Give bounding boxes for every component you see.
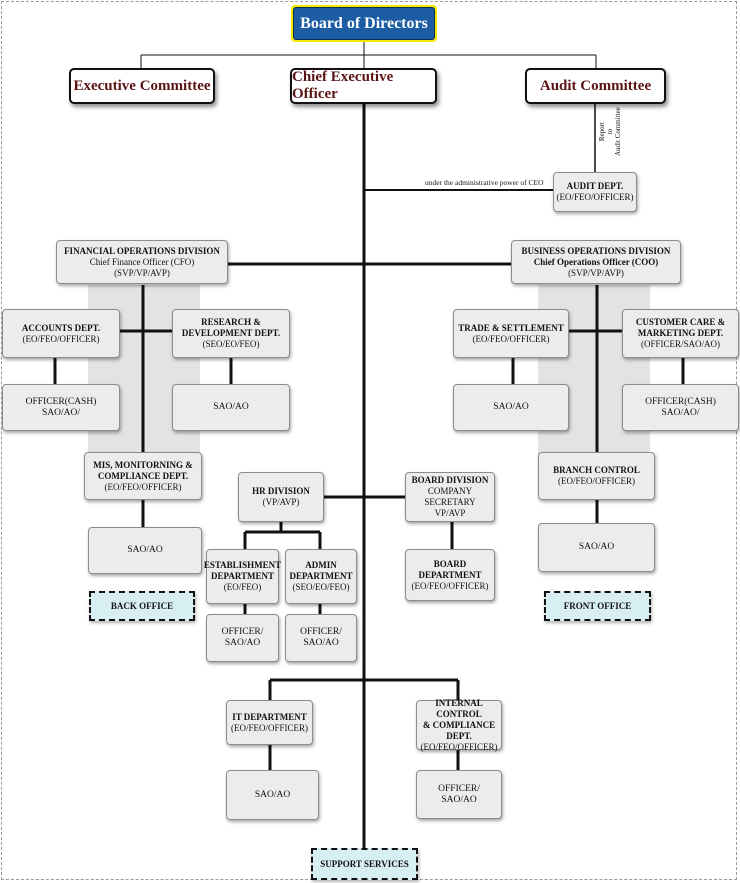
internal-staff-line2: SAO/AO	[441, 794, 477, 805]
audit-dept-grade: (EO/FEO/OFFICER)	[556, 192, 634, 202]
customer-title-line2: MARKETING DEPT.	[637, 328, 724, 338]
business-operations-division: BUSINESS OPERATIONS DIVISION Chief Opera…	[511, 240, 681, 284]
customer-title-line1: CUSTOMER CARE &	[635, 317, 726, 327]
board-title: Board of Directors	[293, 7, 435, 40]
research-dept: RESEARCH & DEVELOPMENT DEPT. (SEO/EO/FEO…	[172, 309, 290, 358]
financial-head: Chief Finance Officer (CFO)	[89, 256, 195, 267]
customer-staff-line2: SAO/AO/	[661, 407, 700, 418]
establishment-staff-line1: OFFICER/	[221, 627, 264, 637]
establishment-grade: (EO/FEO)	[223, 582, 262, 592]
research-title-line2: DEVELOPMENT DEPT.	[181, 328, 281, 338]
hr-division: HR DIVISION (VP/AVP)	[238, 472, 324, 522]
back-office-tag: BACK OFFICE	[89, 591, 195, 621]
internal-title-line1: INTERNAL CONTROL	[435, 697, 483, 719]
establishment-staff: OFFICER/ SAO/AO	[206, 614, 279, 662]
admin-dept: ADMIN DEPARTMENT (SEO/EO/FEO)	[285, 549, 357, 604]
admin-power-note: under the administrative power of CEO	[425, 178, 544, 187]
admin-staff-line2: SAO/AO	[303, 638, 339, 648]
it-staff: SAO/AO	[226, 770, 319, 820]
internal-control-dept: INTERNAL CONTROL & COMPLIANCE DEPT. (EO/…	[416, 697, 502, 752]
establishment-title-line1: ESTABLISHMENT	[203, 560, 282, 570]
it-title: IT DEPARTMENT	[232, 711, 307, 722]
research-staff: SAO/AO	[172, 384, 290, 431]
branch-staff: SAO/AO	[538, 523, 655, 572]
it-grade: (EO/FEO/OFFICER)	[230, 722, 308, 733]
board-division-grade: VP/AVP	[434, 508, 466, 518]
business-head: Chief Operations Officer (COO)	[533, 256, 659, 267]
chief-executive-officer: Chief Executive Officer	[290, 68, 437, 104]
board-dept-title-line1: BOARD	[433, 558, 467, 569]
trade-title: TRADE & SETTLEMENT	[458, 322, 564, 333]
customer-grade: (OFFICER/SAO/AO)	[640, 339, 720, 349]
financial-operations-division: FINANCIAL OPERATIONS DIVISION Chief Fina…	[56, 240, 228, 284]
establishment-staff-line2: SAO/AO	[224, 638, 261, 648]
accounts-staff: OFFICER(CASH) SAO/AO/	[2, 384, 120, 431]
internal-title-line2: & COMPLIANCE DEPT.	[422, 719, 496, 741]
research-grade: (SEO/EO/FEO)	[202, 339, 260, 349]
audit-dept: AUDIT DEPT. (EO/FEO/OFFICER)	[553, 172, 637, 212]
business-grade: (SVP/VP/AVP)	[568, 267, 624, 278]
trade-settlement-dept: TRADE & SETTLEMENT (EO/FEO/OFFICER)	[453, 309, 569, 358]
executive-committee: Executive Committee	[69, 68, 215, 104]
board-division: BOARD DIVISION COMPANY SECRETARY VP/AVP	[405, 472, 495, 522]
branch-control: BRANCH CONTROL (EO/FEO/OFFICER)	[538, 452, 655, 500]
hr-title: HR DIVISION	[252, 486, 310, 496]
board-dept: BOARD DEPARTMENT (EO/FEO/OFFICER)	[405, 549, 495, 601]
board-division-title: BOARD DIVISION	[411, 475, 489, 485]
mis-grade: (EO/FEO/OFFICER)	[104, 481, 182, 492]
audit-dept-title: AUDIT DEPT.	[566, 181, 624, 191]
research-staff-label: SAO/AO	[213, 402, 249, 412]
customer-care-dept: CUSTOMER CARE & MARKETING DEPT. (OFFICER…	[622, 309, 739, 358]
hr-grade: (VP/AVP)	[262, 497, 300, 507]
trade-grade: (EO/FEO/OFFICER)	[472, 333, 550, 344]
branch-grade: (EO/FEO/OFFICER)	[557, 476, 635, 486]
mis-title-line2: COMPLIANCE DEPT.	[97, 470, 189, 481]
trade-staff-label: SAO/AO	[493, 402, 529, 412]
board-of-directors: Board of Directors	[291, 5, 437, 42]
branch-title: BRANCH CONTROL	[553, 465, 640, 475]
financial-grade: (SVP/VP/AVP)	[114, 267, 170, 278]
support-services-tag: SUPPORT SERVICES	[311, 848, 418, 880]
accounts-staff-line2: SAO/AO/	[41, 407, 80, 418]
report-note-line3: Audit Committee	[614, 107, 622, 156]
internal-grade: (EO/FEO/OFFICER)	[420, 741, 498, 752]
it-staff-label: SAO/AO	[254, 789, 291, 800]
internal-staff-line1: OFFICER/	[438, 783, 480, 794]
audit-committee: Audit Committee	[525, 68, 666, 104]
research-title-line1: RESEARCH &	[201, 317, 261, 327]
mis-dept: MIS, MONITORNING & COMPLIANCE DEPT. (EO/…	[84, 452, 202, 500]
admin-title-line2: DEPARTMENT	[289, 571, 353, 581]
front-office-tag: FRONT OFFICE	[544, 591, 651, 621]
mis-title-line1: MIS, MONITORNING &	[93, 459, 193, 470]
accounts-grade: (EO/FEO/OFFICER)	[22, 333, 100, 344]
financial-title: FINANCIAL OPERATIONS DIVISION	[64, 245, 220, 256]
trade-staff: SAO/AO	[453, 384, 569, 431]
board-division-line2: COMPANY SECRETARY	[424, 486, 476, 507]
internal-staff: OFFICER/ SAO/AO	[416, 770, 502, 819]
admin-grade: (SEO/EO/FEO)	[292, 582, 350, 592]
admin-title-line1: ADMIN	[305, 560, 337, 570]
admin-staff-line1: OFFICER/	[300, 627, 342, 637]
accounts-title: ACCOUNTS DEPT.	[21, 322, 101, 333]
establishment-dept: ESTABLISHMENT DEPARTMENT (EO/FEO)	[203, 549, 282, 604]
it-dept: IT DEPARTMENT (EO/FEO/OFFICER)	[226, 700, 313, 745]
customer-staff: OFFICER(CASH) SAO/AO/	[622, 384, 739, 431]
accounts-staff-line1: OFFICER(CASH)	[25, 396, 97, 407]
business-title: BUSINESS OPERATIONS DIVISION	[521, 245, 671, 256]
report-note-line1: Report	[598, 122, 606, 142]
report-note: Report to Audit Committee	[598, 107, 622, 156]
board-dept-grade: (EO/FEO/OFFICER)	[411, 580, 489, 591]
mis-staff-label: SAO/AO	[127, 545, 163, 555]
establishment-title-line2: DEPARTMENT	[210, 571, 275, 581]
admin-staff: OFFICER/ SAO/AO	[285, 614, 357, 662]
mis-staff: SAO/AO	[88, 527, 202, 574]
branch-staff-label: SAO/AO	[578, 542, 615, 552]
board-dept-title-line2: DEPARTMENT	[418, 569, 482, 580]
report-note-line2: to	[606, 128, 614, 135]
accounts-dept: ACCOUNTS DEPT. (EO/FEO/OFFICER)	[2, 309, 120, 358]
customer-staff-line1: OFFICER(CASH)	[645, 396, 716, 407]
